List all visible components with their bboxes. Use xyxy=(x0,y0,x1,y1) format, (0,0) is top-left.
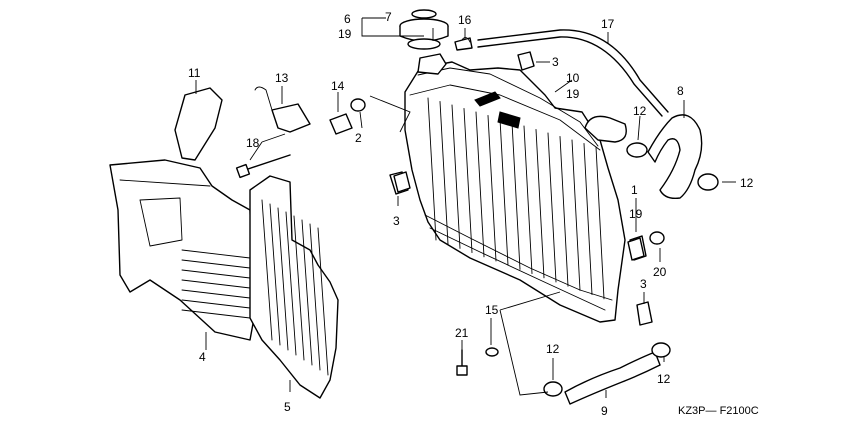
radiator-fin xyxy=(583,143,593,296)
radiator-fin xyxy=(487,115,497,262)
callout-9: 9 xyxy=(601,404,608,418)
callout-labels: 7 6 19 16 17 3 10 19 12 8 12 1 19 20 3 3… xyxy=(188,10,754,418)
radiator-fin xyxy=(475,111,485,258)
shroud-fin xyxy=(181,279,251,289)
guard-fin xyxy=(317,227,329,376)
callout-21: 21 xyxy=(455,326,469,340)
callout-20: 20 xyxy=(653,265,667,279)
leader-lines xyxy=(195,17,736,398)
shroud-left xyxy=(109,159,255,341)
shroud-fin xyxy=(181,309,251,319)
radiator-fin xyxy=(595,146,605,300)
callout-12-bottom: 12 xyxy=(657,372,671,386)
radiator-core xyxy=(389,51,653,326)
guard-fin xyxy=(269,203,281,346)
guard-fin xyxy=(301,219,313,366)
shroud-fin xyxy=(181,259,251,269)
callout-12-lower: 12 xyxy=(546,342,560,356)
upper-bracket xyxy=(174,87,223,161)
shroud-fin xyxy=(181,249,251,259)
callout-16: 16 xyxy=(458,13,472,27)
radiator-fin xyxy=(427,97,437,241)
callout-19-core: 19 xyxy=(566,87,580,101)
diagram-code: KZ3P— F2100C xyxy=(678,405,759,417)
lower-hose xyxy=(564,351,661,405)
callout-7: 7 xyxy=(385,10,392,24)
callout-11: 11 xyxy=(188,66,201,80)
shroud-fins xyxy=(181,249,251,319)
radiator-fin xyxy=(451,104,461,249)
callout-19-right: 19 xyxy=(629,207,643,221)
callout-1: 1 xyxy=(631,183,638,197)
guard-fin xyxy=(285,211,297,356)
guard-fins xyxy=(261,199,329,376)
guard-fin xyxy=(277,207,289,351)
callout-5: 5 xyxy=(284,400,291,414)
radiator-fin xyxy=(499,118,509,266)
upper-hose xyxy=(647,114,703,200)
radiator-fin xyxy=(559,136,569,287)
callout-3-right: 3 xyxy=(640,277,647,291)
callout-15: 15 xyxy=(485,303,499,317)
hardware xyxy=(235,37,665,376)
callout-8: 8 xyxy=(677,84,684,98)
callout-6: 6 xyxy=(344,12,351,26)
radiator-fin xyxy=(535,129,545,279)
callout-17: 17 xyxy=(601,17,615,31)
callout-12-upper: 12 xyxy=(633,104,647,118)
guard-fin xyxy=(309,223,321,371)
callout-19-cap: 19 xyxy=(338,27,352,41)
radiator-fin xyxy=(511,122,521,270)
callout-3-left: 3 xyxy=(393,214,400,228)
radiator-fin xyxy=(463,108,473,254)
guard-fin xyxy=(293,215,305,361)
radiator-fin xyxy=(439,101,449,245)
callout-2: 2 xyxy=(355,131,362,145)
radiator-fin xyxy=(547,132,557,283)
hose-clamps xyxy=(543,142,719,397)
guard-fin xyxy=(261,199,273,341)
callout-14: 14 xyxy=(331,79,345,93)
callout-10: 10 xyxy=(566,71,580,85)
shroud-right xyxy=(249,175,339,399)
callout-12-right: 12 xyxy=(740,176,754,190)
shroud-fin xyxy=(181,299,251,309)
callout-13: 13 xyxy=(275,71,289,85)
callout-4: 4 xyxy=(199,350,206,364)
radiator-fin xyxy=(523,125,533,275)
callout-18: 18 xyxy=(246,136,260,150)
shroud-fin xyxy=(181,289,251,299)
radiator-fins xyxy=(427,97,605,300)
radiator-fin xyxy=(571,139,581,291)
callout-3-top: 3 xyxy=(552,55,559,69)
radiator-cap xyxy=(399,9,449,50)
shroud-fin xyxy=(181,269,251,279)
